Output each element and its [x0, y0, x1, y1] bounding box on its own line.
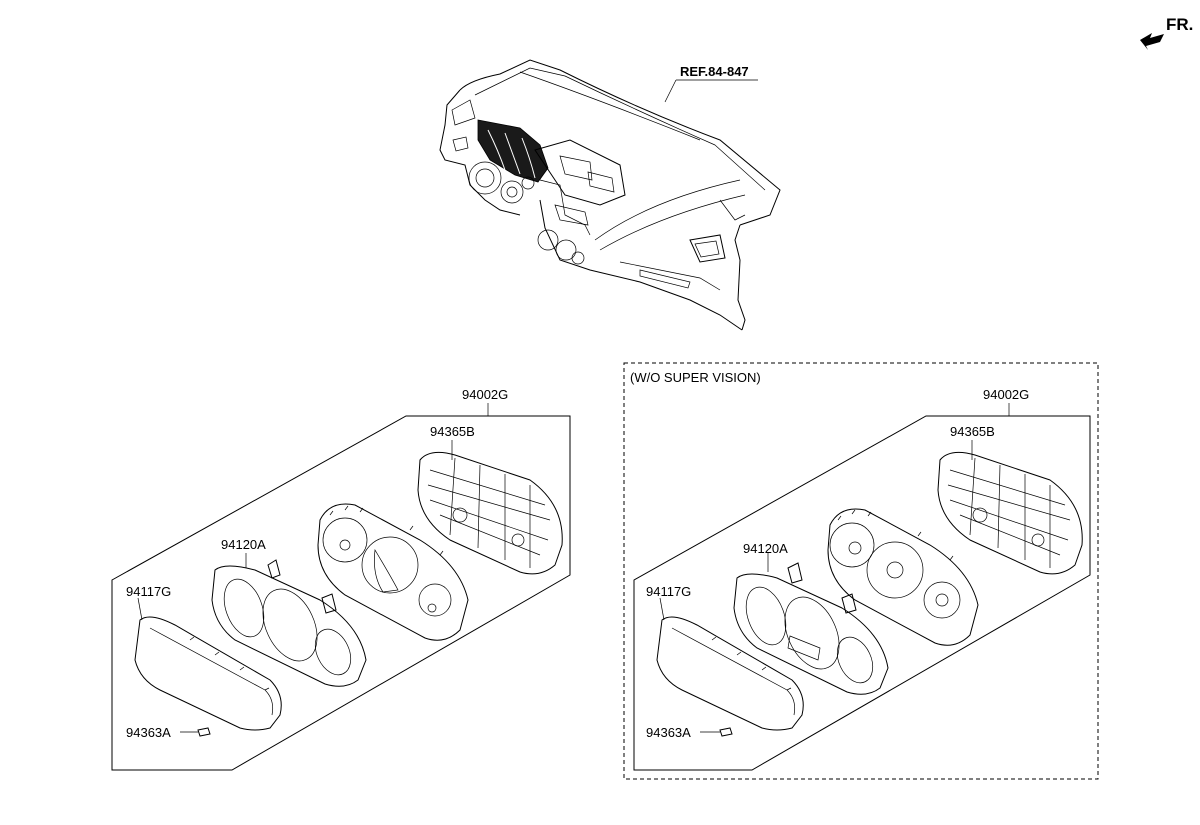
- front-label: FR.: [1166, 15, 1193, 34]
- left-window-case-label: 94120A: [221, 537, 266, 552]
- right-lens-glass-label: 94117G: [646, 584, 691, 599]
- dashboard-illustration: [439, 59, 781, 331]
- front-arrow-icon: [1140, 33, 1164, 50]
- right-back-case-label: 94365B: [950, 424, 995, 439]
- variant-note: (W/O SUPER VISION): [630, 370, 761, 385]
- right-window-case-part: [733, 562, 889, 695]
- right-knob-part: [719, 727, 733, 737]
- knob-part: [197, 727, 211, 737]
- lens-glass-part: [134, 616, 282, 731]
- back-case-part: [417, 451, 563, 575]
- front-indicator: FR.: [1140, 15, 1193, 50]
- left-knob-label: 94363A: [126, 725, 171, 740]
- highlighted-cluster: [477, 119, 549, 183]
- right-lens-glass-part: [656, 616, 804, 731]
- right-group-frame: [633, 415, 1091, 771]
- right-back-case-part: [937, 451, 1083, 575]
- dial-plate-part: [317, 503, 469, 641]
- left-group: [111, 403, 571, 771]
- right-assembly-label: 94002G: [983, 387, 1029, 402]
- window-case-part: [211, 559, 367, 687]
- left-assembly-label: 94002G: [462, 387, 508, 402]
- left-group-frame: [111, 415, 571, 771]
- right-group: [633, 403, 1091, 771]
- right-dial-plate-part: [827, 508, 979, 646]
- right-knob-label: 94363A: [646, 725, 691, 740]
- variant-dashed-frame: [623, 362, 1099, 780]
- left-lens-glass-label: 94117G: [126, 584, 171, 599]
- right-window-case-label: 94120A: [743, 541, 788, 556]
- reference-label: REF.84-847: [680, 64, 749, 79]
- left-back-case-label: 94365B: [430, 424, 475, 439]
